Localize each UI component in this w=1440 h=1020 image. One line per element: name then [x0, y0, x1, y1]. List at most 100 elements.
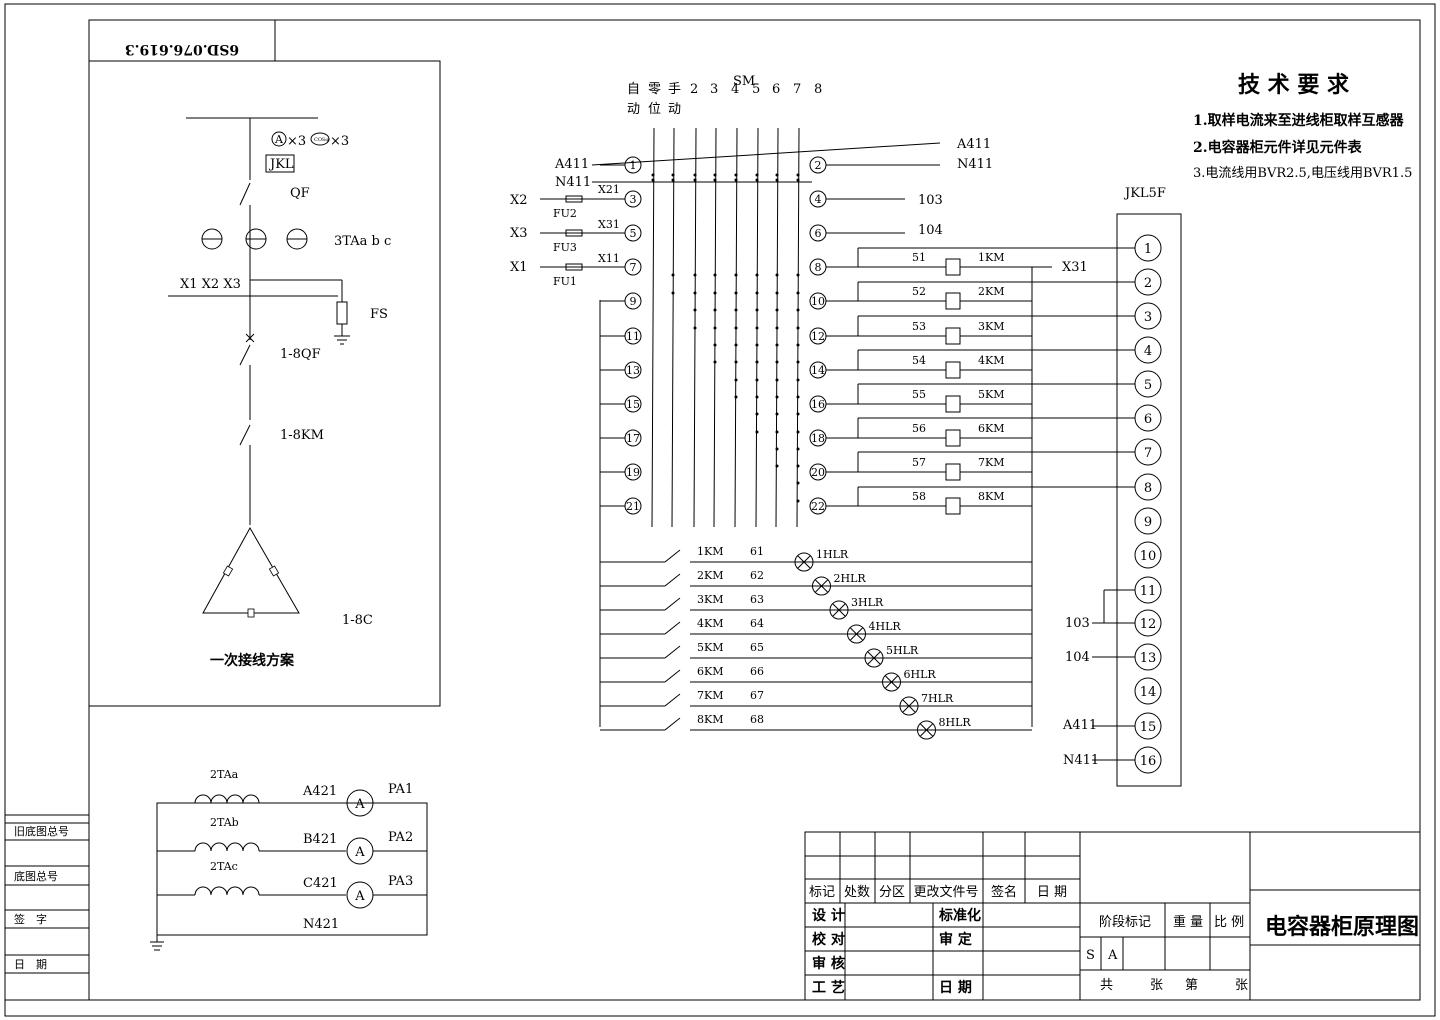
- contact-dot: [651, 173, 655, 177]
- contact-dot: [755, 343, 759, 347]
- contact-dot: [693, 291, 697, 295]
- contact-dot: [693, 173, 697, 177]
- terminal-circle: [809, 224, 827, 242]
- jkl-terminal-number: 12: [1140, 617, 1157, 632]
- coil-name: 1KM: [978, 251, 1004, 264]
- meter-a-symbol: A: [274, 133, 284, 146]
- fuse-symbol: [565, 195, 583, 203]
- switch-vertical: [651, 127, 655, 528]
- contact-dot: [775, 273, 779, 277]
- meter-wire: A421: [302, 784, 337, 799]
- tb-design: 设 计: [812, 907, 845, 924]
- tb-stage: 阶段标记: [1099, 915, 1151, 930]
- tb-stage-s: S: [1086, 948, 1095, 963]
- terminal-number: 22: [811, 500, 825, 513]
- lamp-wire-number: 62: [750, 569, 764, 582]
- fuse-fu3: FU3: [553, 241, 577, 254]
- terminal-number: 14: [811, 364, 825, 377]
- tb-approve: 审 定: [939, 931, 972, 948]
- lamp-symbol: [794, 552, 814, 572]
- terminal-number: 7: [630, 261, 637, 274]
- meter-cos-count: ×3: [330, 134, 349, 149]
- contact-dot: [713, 273, 717, 277]
- lamp-cross: [885, 675, 898, 689]
- coil-symbol: [945, 429, 961, 447]
- contact-dot: [775, 343, 779, 347]
- switch-col-label: 5: [752, 82, 760, 97]
- coil-symbol: [945, 361, 961, 379]
- ground-symbol: [150, 935, 164, 951]
- contact-dot: [713, 343, 717, 347]
- jkl-terminal: [1134, 234, 1162, 262]
- contact-dot: [796, 178, 800, 182]
- tb-sheet-no: 第: [1185, 978, 1198, 993]
- lamp-contact: 5KM: [697, 641, 723, 654]
- outer-border: [4, 3, 1436, 1017]
- fuse-wire-x21: X21: [598, 183, 620, 196]
- lamp-cross: [902, 699, 916, 713]
- switch-col-label: 位: [648, 102, 661, 117]
- tech-item-3: 3.电流线用BVR2.5,电压线用BVR1.5: [1193, 166, 1412, 181]
- contact-dot: [775, 395, 779, 399]
- contact-dot: [734, 173, 738, 177]
- coil-symbol: [945, 292, 961, 310]
- tb-check: 校 对: [812, 931, 845, 948]
- tb-sheet-total: 共: [1100, 978, 1113, 993]
- capacitor-label: 1-8C: [342, 613, 373, 628]
- lamp-wire-number: 67: [750, 689, 764, 702]
- coil-name: 2KM: [978, 285, 1004, 298]
- fuse-fu2: FU2: [553, 207, 577, 220]
- terminal-circle: [809, 190, 827, 208]
- coil-wire-number: 54: [912, 354, 926, 367]
- terminal-number: 16: [811, 398, 825, 411]
- jkl-terminal: [1134, 473, 1162, 501]
- lamp-name: 4HLR: [869, 620, 902, 633]
- contact-dot: [796, 481, 800, 485]
- lamp-cross: [850, 627, 863, 641]
- terminal-number: 21: [626, 500, 640, 513]
- jkl-terminal-number: 10: [1140, 549, 1157, 564]
- lamp-contact: 3KM: [697, 593, 723, 606]
- contact-dot: [734, 378, 738, 382]
- jkl-terminal: [1134, 370, 1162, 398]
- bus-label: X1 X2 X3: [180, 277, 241, 292]
- right-mid-104: 104: [918, 223, 943, 238]
- contact-dot: [796, 173, 800, 177]
- contact-dot: [775, 430, 779, 434]
- fuse-symbol: [565, 263, 583, 271]
- jkl-terminal: [1134, 268, 1162, 296]
- meter-name: PA3: [388, 874, 413, 889]
- coil-wire-number: 57: [912, 456, 926, 469]
- contact-dot: [713, 173, 717, 177]
- coil-wire-number: 51: [912, 251, 926, 264]
- right-top-n411: N411: [957, 157, 993, 172]
- meter-a-count: ×3: [287, 134, 306, 149]
- terminal-circle: [624, 395, 642, 413]
- contact-dot: [755, 395, 759, 399]
- contact-dot: [796, 308, 800, 312]
- switch-grid: [540, 127, 941, 727]
- lamp-name: 3HLR: [851, 596, 884, 609]
- contact-dot: [775, 178, 779, 182]
- contact-dot: [713, 326, 717, 330]
- contact-dot: [796, 464, 800, 468]
- terminal-number: 10: [811, 295, 825, 308]
- wire: [664, 573, 681, 587]
- coil-wire-number: 52: [912, 285, 926, 298]
- coil-symbol: [945, 395, 961, 413]
- coil-symbol: [945, 258, 961, 276]
- jkl-terminal: [1134, 507, 1162, 535]
- contact-dot: [796, 395, 800, 399]
- jkl-terminal-number: 1: [1144, 242, 1152, 257]
- terminal-circle: [624, 224, 642, 242]
- meter-name: PA2: [388, 830, 413, 845]
- contact-dot: [796, 378, 800, 382]
- coil-symbol: [945, 463, 961, 481]
- right-mid-103: 103: [918, 193, 943, 208]
- jkl-terminal: [1134, 302, 1162, 330]
- tb-process: 工 艺: [812, 979, 845, 996]
- lamp-symbol: [917, 720, 936, 740]
- lamp-symbol: [847, 624, 866, 644]
- switch-vertical: [671, 127, 675, 528]
